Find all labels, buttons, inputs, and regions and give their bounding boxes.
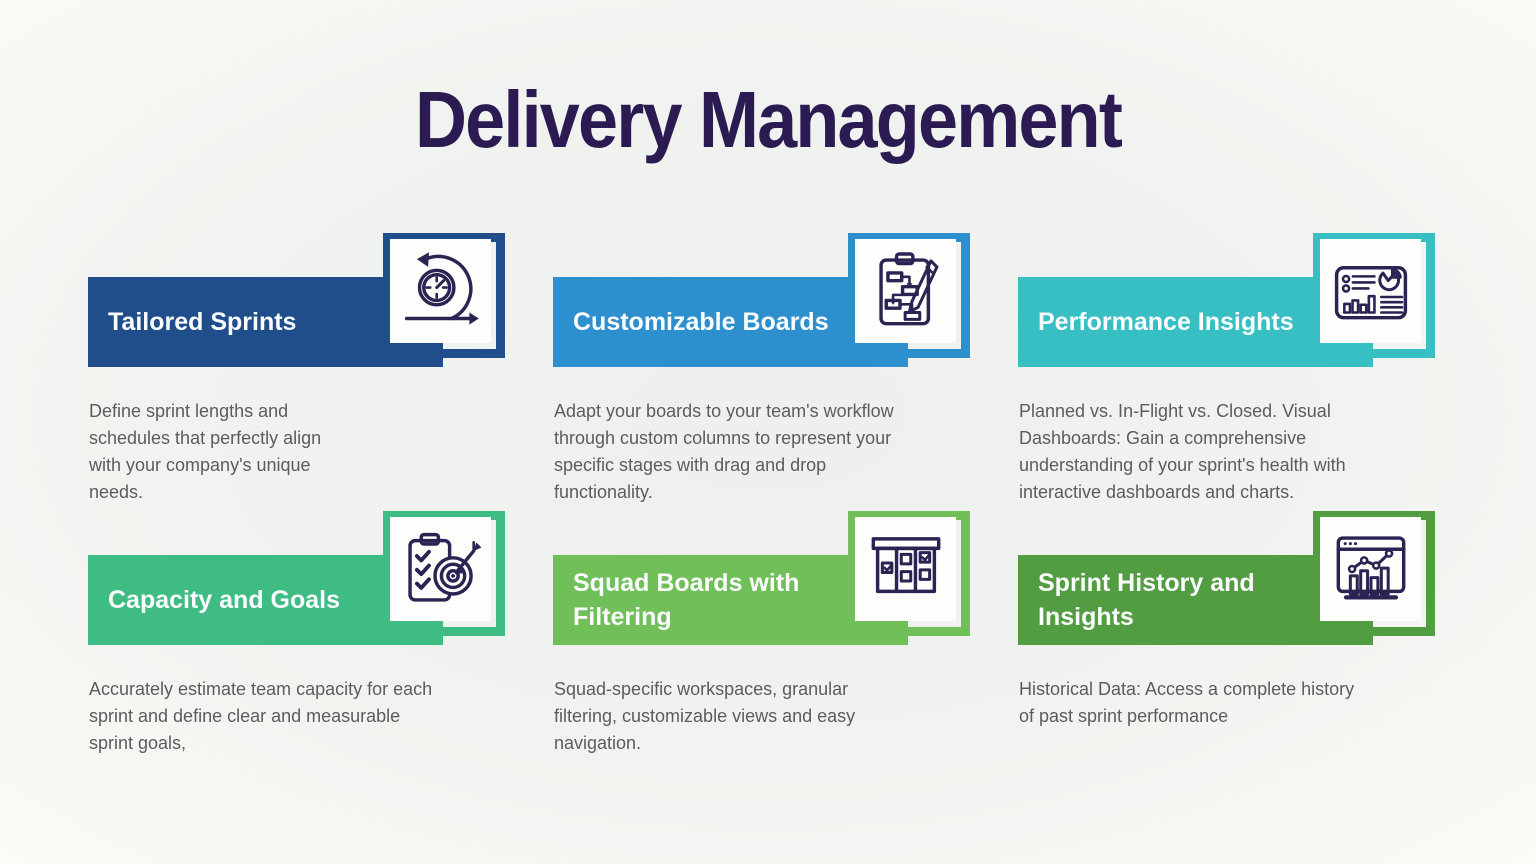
- title-banner: Capacity and Goals: [88, 555, 443, 645]
- card-description: Squad-specific workspaces, granular filt…: [554, 679, 856, 753]
- kanban-checkbox-icon: [871, 537, 940, 594]
- history-chart-icon: [1336, 536, 1405, 600]
- card-description: Adapt your boards to your team's workflo…: [554, 401, 894, 502]
- card-title: Customizable Boards: [573, 308, 829, 336]
- icon-box: [855, 517, 956, 621]
- icon-box: [855, 239, 956, 343]
- title-banner: Tailored Sprints: [88, 277, 443, 367]
- checklist-target-icon: [407, 532, 481, 602]
- card-capacity-and-goals: Capacity and Goals Accurately estimate t…: [88, 511, 505, 789]
- icon-box: [1320, 239, 1421, 343]
- card-title: Squad Boards with Filtering: [573, 569, 800, 631]
- dashboard-charts-icon: [1334, 266, 1407, 320]
- workflow-clipboard-icon: [878, 252, 938, 326]
- icon-box: [390, 517, 491, 621]
- title-banner: Customizable Boards: [553, 277, 908, 367]
- card-description: Accurately estimate team capacity for ea…: [89, 679, 433, 753]
- title-banner: Sprint History and Insights: [1018, 555, 1373, 645]
- card-title: Performance Insights: [1038, 308, 1294, 336]
- card-title: Tailored Sprints: [108, 308, 297, 336]
- card-customizable-boards: Customizable Boards Adapt your boards to…: [553, 233, 970, 511]
- card-description: Historical Data: Access a complete histo…: [1019, 679, 1355, 726]
- title-banner: Performance Insights: [1018, 277, 1373, 367]
- card-title: Sprint History and Insights: [1038, 569, 1255, 631]
- title-banner: Squad Boards with Filtering: [553, 555, 908, 645]
- card-sprint-history-and-insights: Sprint History and Insights Historical D…: [1018, 511, 1435, 789]
- card-squad-boards-with-filtering: Squad Boards with Filtering Squad-specif…: [553, 511, 970, 789]
- card-title: Capacity and Goals: [108, 586, 341, 614]
- card-tailored-sprints: Tailored Sprints Define sprint lengths a…: [88, 233, 505, 511]
- page-title: Delivery Management: [414, 75, 1123, 164]
- icon-box: [1320, 517, 1421, 621]
- icon-box: [390, 239, 491, 343]
- card-description: Planned vs. In-Flight vs. Closed. Visual…: [1019, 401, 1346, 502]
- sprint-cycle-icon: [404, 252, 479, 325]
- card-performance-insights: Performance Insights Planned vs. In-Flig…: [1018, 233, 1435, 511]
- card-description: Define sprint lengths and schedules that…: [89, 401, 322, 502]
